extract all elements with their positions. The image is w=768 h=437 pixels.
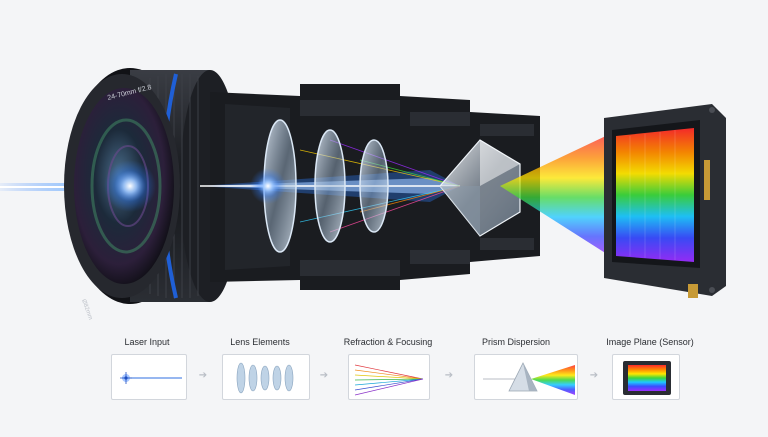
front-lens-flare xyxy=(104,160,156,212)
step-label-lens-elements: Lens Elements xyxy=(230,337,290,347)
prism xyxy=(439,139,521,237)
prism-icon xyxy=(483,362,575,395)
flow-arrow-2: ➔ xyxy=(319,370,329,381)
refraction-card xyxy=(348,354,430,400)
lens-elements-icon xyxy=(236,362,294,394)
image-plane-card xyxy=(612,354,680,400)
sensor-icon xyxy=(623,361,671,395)
step-label-prism: Prism Dispersion xyxy=(481,337,550,347)
flow-arrow-3: ➔ xyxy=(444,370,454,381)
laser-beam-icon xyxy=(120,372,182,384)
step-label-sensor: Image Plane (Sensor) xyxy=(606,337,694,347)
lens-elements-card xyxy=(222,354,310,400)
flow-arrow-4: ➔ xyxy=(589,370,599,381)
laser-input-card xyxy=(111,354,187,400)
inner-lens-flare xyxy=(250,168,286,204)
refraction-lines-icon xyxy=(354,364,424,396)
spectrum-fan xyxy=(500,134,610,256)
filter-size-engraving: Ø82mm xyxy=(80,299,93,321)
step-label-laser-input: Laser Input xyxy=(124,337,170,347)
flow-arrow-1: ➔ xyxy=(198,370,208,381)
prism-dispersion-card xyxy=(474,354,578,400)
image-sensor xyxy=(604,104,726,298)
step-label-refraction: Refraction & Focusing xyxy=(343,337,433,347)
